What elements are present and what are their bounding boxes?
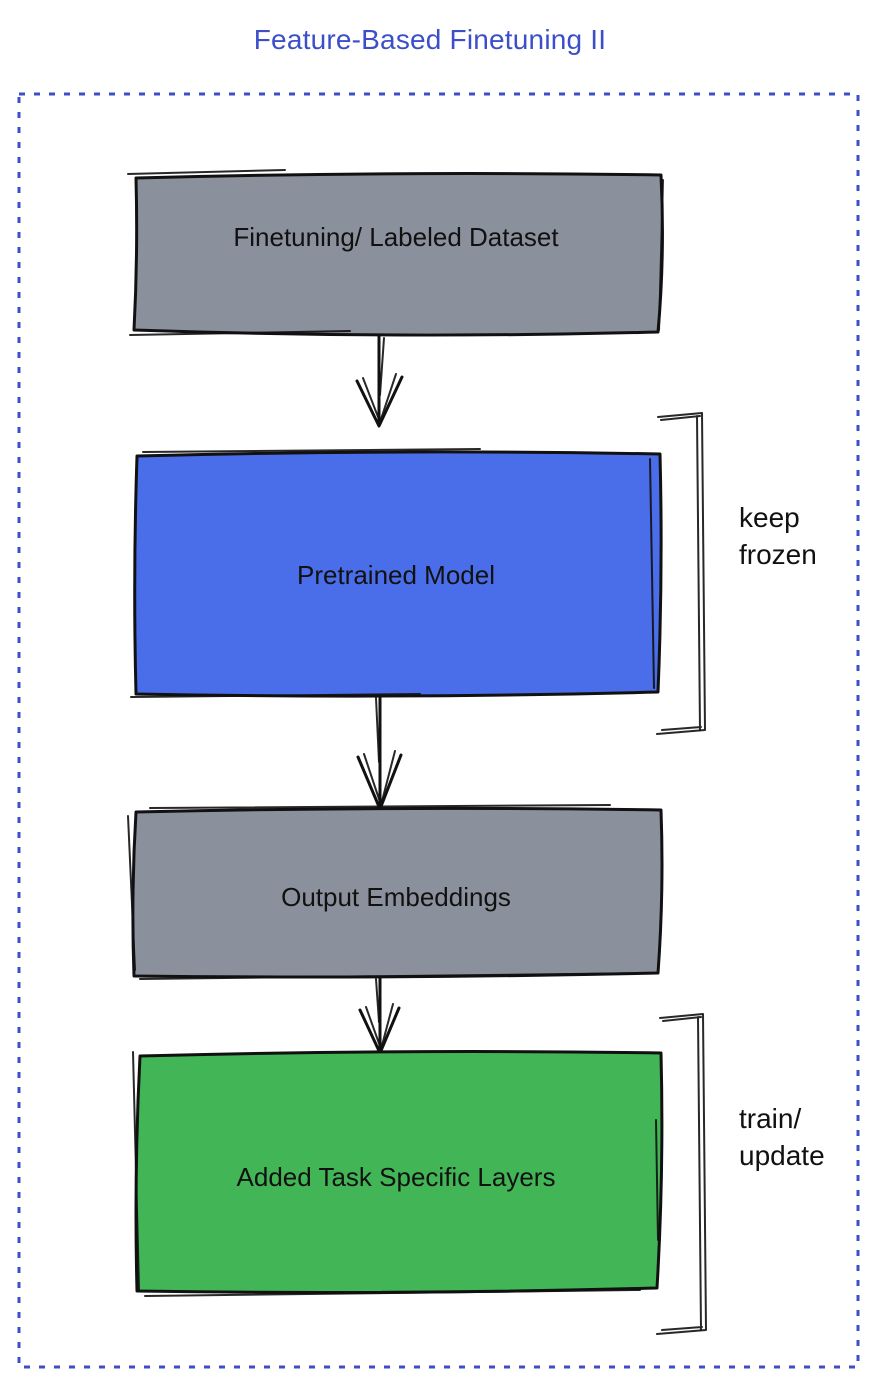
node-label-finetuning-dataset: Finetuning/ Labeled Dataset bbox=[233, 222, 559, 252]
annotation-keep: keep bbox=[739, 502, 800, 533]
box-sketch-accent bbox=[132, 1051, 659, 1297]
bracket-keep-frozen: keep frozen bbox=[656, 412, 817, 735]
arrow-head-double bbox=[363, 750, 396, 806]
arrow-dataset-to-pretrained bbox=[355, 334, 404, 428]
diagram-title: Feature-Based Finetuning II bbox=[253, 24, 607, 55]
arrow-shaft-double bbox=[375, 697, 380, 763]
annotation-frozen: frozen bbox=[739, 539, 817, 570]
box-sketch-accent bbox=[130, 448, 655, 698]
box-sketch-accent bbox=[127, 169, 664, 336]
arrow-head bbox=[355, 375, 404, 428]
node-label-pretrained-model: Pretrained Model bbox=[297, 560, 495, 590]
bracket-double-line bbox=[660, 415, 702, 731]
bracket-train-update: train/ update bbox=[656, 1013, 825, 1335]
annotation-update: update bbox=[739, 1140, 825, 1171]
box-shape bbox=[132, 172, 664, 337]
node-pretrained-model: Pretrained Model bbox=[130, 448, 663, 698]
box-shape bbox=[131, 806, 664, 979]
box-sketch-accent bbox=[127, 804, 656, 980]
node-label-task-specific-layers: Added Task Specific Layers bbox=[237, 1162, 556, 1192]
dotted-border-frame bbox=[17, 92, 860, 1369]
arrow-shaft-double bbox=[379, 337, 385, 396]
arrow-shaft-double bbox=[375, 978, 380, 1023]
node-label-output-embeddings: Output Embeddings bbox=[281, 882, 511, 912]
bracket-outline bbox=[656, 1013, 707, 1335]
arrow-pretrained-to-embeddings bbox=[356, 694, 403, 811]
box-shape bbox=[133, 450, 663, 698]
annotation-train: train/ bbox=[739, 1103, 801, 1134]
arrow-embeddings-to-layers bbox=[358, 976, 401, 1055]
bracket-double-line bbox=[661, 1016, 703, 1331]
arrow-head-double bbox=[365, 1003, 394, 1050]
bracket-outline bbox=[656, 412, 706, 735]
node-output-embeddings: Output Embeddings bbox=[127, 804, 664, 980]
node-task-specific-layers: Added Task Specific Layers bbox=[132, 1050, 664, 1297]
arrow-head-double bbox=[362, 373, 397, 423]
node-finetuning-dataset: Finetuning/ Labeled Dataset bbox=[127, 169, 664, 337]
box-shape bbox=[134, 1050, 664, 1294]
